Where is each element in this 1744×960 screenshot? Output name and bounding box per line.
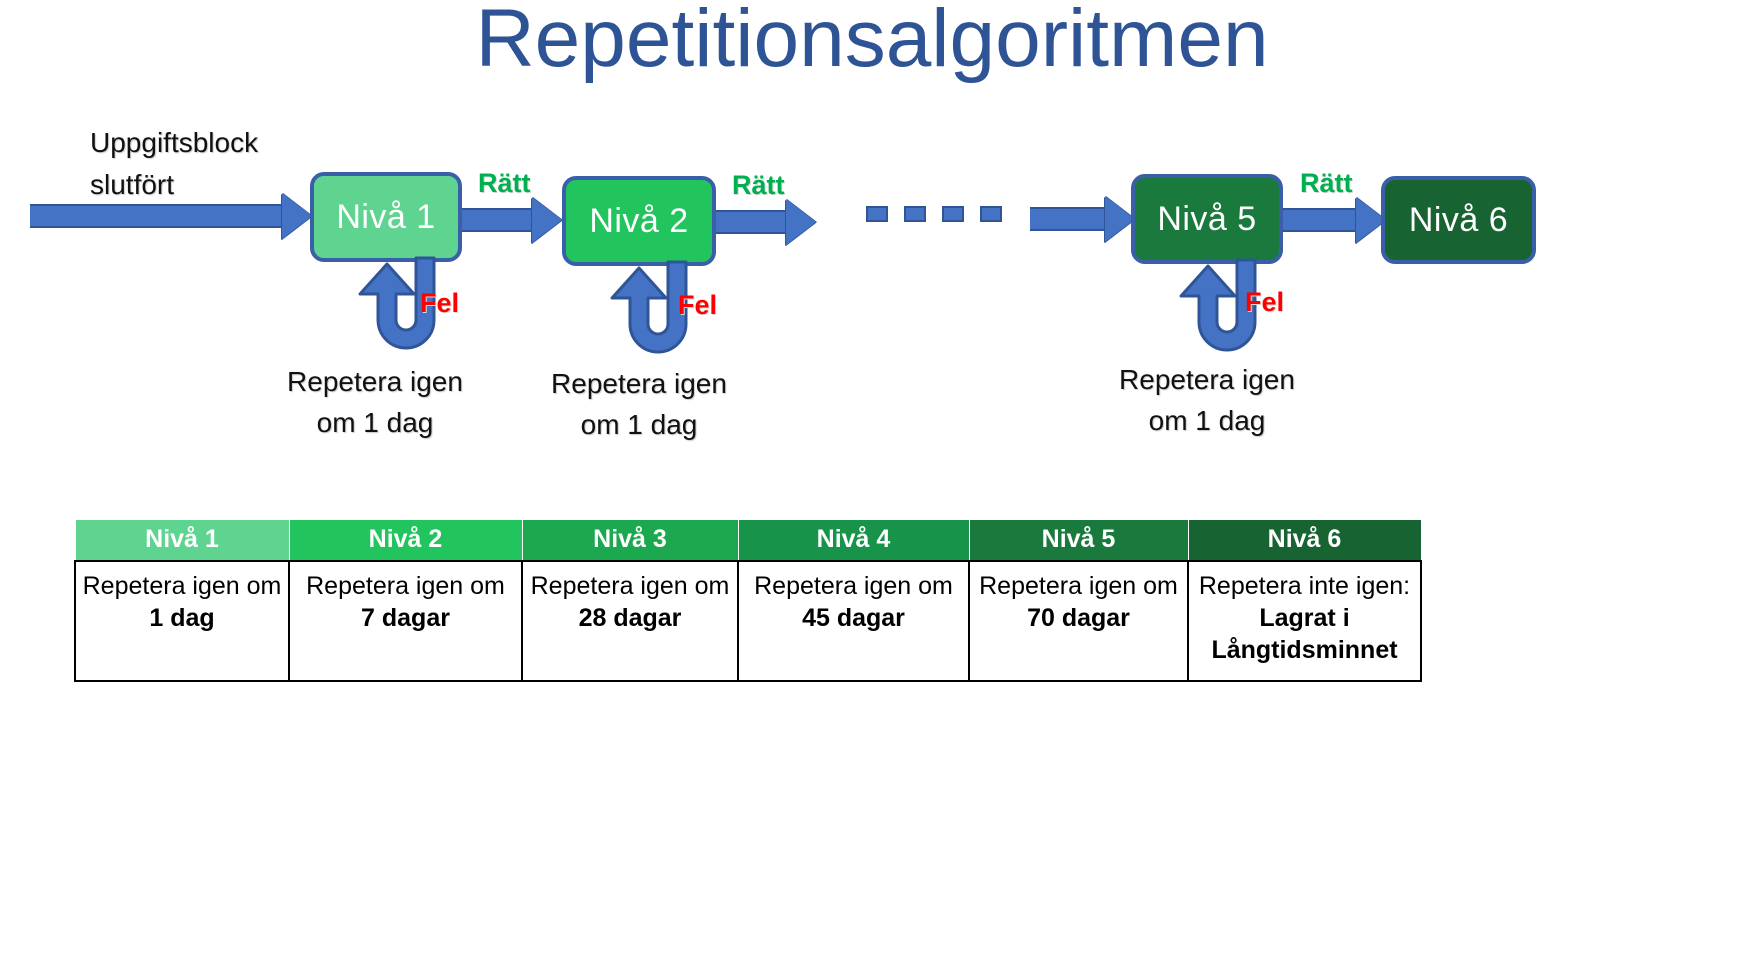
flow-node-label: Nivå 2 xyxy=(589,201,689,240)
flow-node-label: Nivå 1 xyxy=(336,197,436,236)
error-label-niva-5: Fel xyxy=(1245,287,1285,317)
correct-label-2-to-next: Rätt xyxy=(732,170,785,200)
repeat-note-line2: om 1 dag xyxy=(316,406,434,438)
arrow-shaft xyxy=(716,210,788,234)
repeat-note-niva-2: Repetera igen om 1 dag xyxy=(532,364,746,445)
levels-table: Nivå 1 Nivå 2 Nivå 3 Nivå 4 Nivå 5 Nivå … xyxy=(74,519,1422,682)
table-cell-niva-6: Repetera inte igen: Lagrat i Långtidsmin… xyxy=(1187,560,1422,682)
table-header-niva-6: Nivå 6 xyxy=(1187,519,1422,562)
table-cell-niva-5: Repetera igen om 70 dagar xyxy=(968,560,1189,682)
arrow-niva5-to-niva6 xyxy=(1283,197,1386,243)
cell-value: Lagrat i Långtidsminnet xyxy=(1211,604,1398,664)
entry-label-line1: Uppgiftsblock xyxy=(90,127,259,158)
cell-value: 28 dagar xyxy=(578,604,682,632)
arrow-head xyxy=(282,193,312,239)
table-header-niva-4: Nivå 4 xyxy=(737,519,970,562)
arrow-shaft xyxy=(462,208,534,232)
arrow-head xyxy=(786,199,816,245)
arrow-head xyxy=(532,197,562,243)
flow-node-niva-5[interactable]: Nivå 5 xyxy=(1131,174,1283,264)
table-cell-niva-4: Repetera igen om 45 dagar xyxy=(737,560,970,682)
entry-label: Uppgiftsblock slutfört xyxy=(90,122,390,206)
ellipsis-dots xyxy=(866,206,1002,222)
correct-label-1-to-2: Rätt xyxy=(478,168,531,198)
page-title: Repetitionsalgoritmen xyxy=(475,0,1269,84)
table-row: Repetera igen om 1 dag Repetera igen om … xyxy=(74,560,1422,682)
cell-value: 70 dagar xyxy=(1027,604,1130,632)
loop-arrow-niva-5 xyxy=(1173,258,1283,360)
repeat-note-line1: Repetera igen xyxy=(287,366,463,397)
flow-node-niva-2[interactable]: Nivå 2 xyxy=(562,176,716,266)
arrow-niva1-to-niva2 xyxy=(462,197,562,243)
cell-value: 7 dagar xyxy=(361,604,450,632)
table-header-niva-5: Nivå 5 xyxy=(968,519,1189,562)
loop-arrow-niva-1 xyxy=(352,256,462,358)
cell-text: Repetera igen om xyxy=(979,572,1178,600)
loop-arrow-niva-2 xyxy=(604,260,714,362)
table-header-niva-3: Nivå 3 xyxy=(521,519,739,562)
cell-text: Repetera igen om xyxy=(82,572,282,600)
arrow-head xyxy=(1105,196,1135,242)
table-cell-niva-1: Repetera igen om 1 dag xyxy=(74,560,290,682)
repeat-note-niva-5: Repetera igen om 1 dag xyxy=(1100,360,1314,441)
arrow-shaft xyxy=(1283,208,1358,232)
table-cell-niva-3: Repetera igen om 28 dagar xyxy=(521,560,739,682)
flow-node-label: Nivå 5 xyxy=(1157,199,1257,238)
flow-diagram: Uppgiftsblock slutfört Nivå 1 Fel Repete… xyxy=(0,0,1744,470)
arrow-niva2-to-dots xyxy=(716,199,816,245)
cell-value: 45 dagar xyxy=(802,604,905,632)
table-header-niva-1: Nivå 1 xyxy=(74,519,290,562)
repeat-note-line2: om 1 dag xyxy=(580,408,698,440)
entry-arrow xyxy=(30,193,312,239)
table-header-row: Nivå 1 Nivå 2 Nivå 3 Nivå 4 Nivå 5 Nivå … xyxy=(74,519,1422,562)
error-label-niva-1: Fel xyxy=(420,288,460,318)
flow-node-label: Nivå 6 xyxy=(1408,200,1509,239)
cell-text: Repetera inte igen: xyxy=(1198,572,1411,600)
cell-text: Repetera igen om xyxy=(530,572,730,600)
arrow-shaft xyxy=(1030,207,1107,231)
error-label-niva-2: Fel xyxy=(678,290,718,320)
repeat-note-niva-1: Repetera igen om 1 dag xyxy=(268,362,482,443)
repeat-note-line1: Repetera igen xyxy=(551,368,727,399)
ellipsis-dot xyxy=(866,206,888,222)
ellipsis-dot xyxy=(980,206,1002,222)
cell-value: 1 dag xyxy=(149,604,215,632)
flow-node-niva-1[interactable]: Nivå 1 xyxy=(310,172,462,262)
repeat-note-line1: Repetera igen xyxy=(1119,364,1295,395)
table-cell-niva-2: Repetera igen om 7 dagar xyxy=(288,560,523,682)
entry-label-line2: slutfört xyxy=(90,169,175,200)
arrow-shaft xyxy=(30,204,282,228)
arrow-dots-to-niva5 xyxy=(1030,196,1135,242)
ellipsis-dot xyxy=(904,206,926,222)
correct-label-5-to-6: Rätt xyxy=(1300,168,1353,198)
ellipsis-dot xyxy=(942,206,964,222)
flow-node-niva-6[interactable]: Nivå 6 xyxy=(1381,176,1536,264)
repeat-note-line2: om 1 dag xyxy=(1148,404,1266,436)
cell-text: Repetera igen om xyxy=(754,572,953,600)
cell-text: Repetera igen om xyxy=(306,572,505,600)
table-header-niva-2: Nivå 2 xyxy=(288,519,523,562)
